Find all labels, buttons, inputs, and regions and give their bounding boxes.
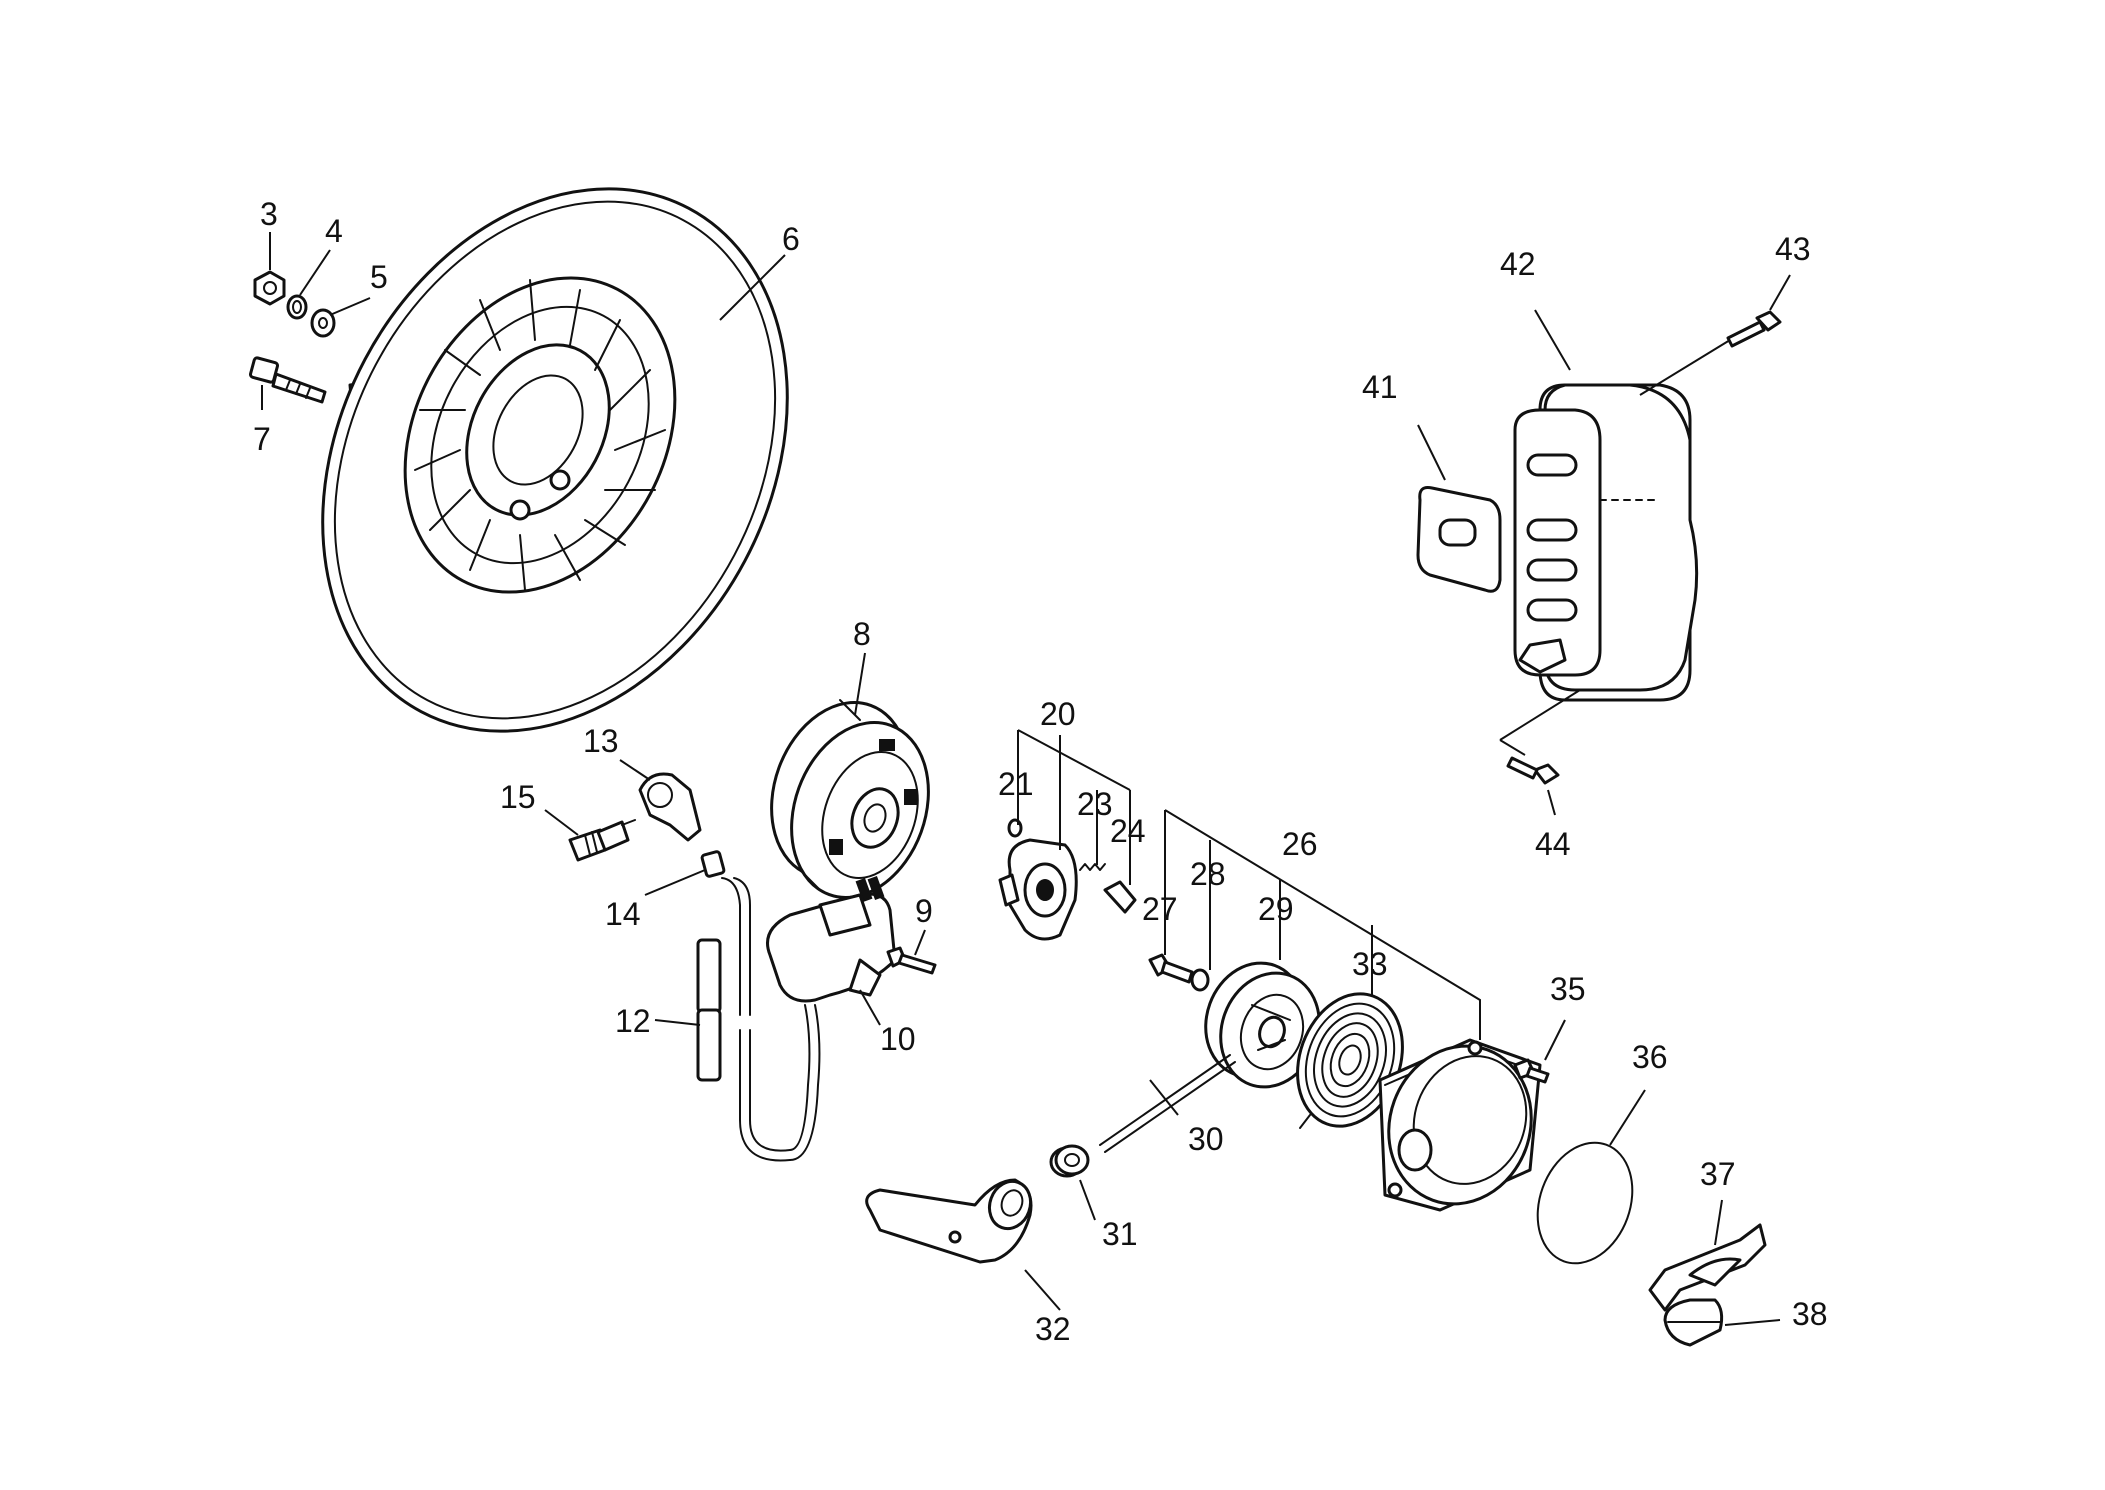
callout-38: 38 bbox=[1792, 1296, 1828, 1332]
callout-27: 27 bbox=[1142, 891, 1178, 927]
starter-case bbox=[1378, 1038, 1542, 1212]
flange-nut bbox=[253, 270, 286, 306]
flywheel-fan bbox=[321, 187, 789, 733]
case-bolt bbox=[1513, 1058, 1550, 1084]
rope-guide bbox=[1049, 1144, 1090, 1178]
callout-10: 10 bbox=[880, 1021, 916, 1057]
lock-washer bbox=[286, 294, 308, 320]
bracket bbox=[1648, 1223, 1767, 1312]
callout-35: 35 bbox=[1550, 971, 1586, 1007]
callout-42: 42 bbox=[1500, 246, 1536, 282]
bolt bbox=[248, 356, 327, 404]
starter-pawl-body bbox=[998, 838, 1078, 941]
callout-43: 43 bbox=[1775, 231, 1811, 267]
callout-21: 21 bbox=[998, 766, 1034, 802]
starter-bolt bbox=[1148, 953, 1194, 984]
callout-13: 13 bbox=[583, 723, 619, 759]
callout-6: 6 bbox=[782, 221, 800, 257]
muffler-bolt-bottom bbox=[1506, 756, 1560, 785]
callout-5: 5 bbox=[370, 259, 388, 295]
protective-tube-upper bbox=[696, 938, 722, 1014]
callout-8: 8 bbox=[853, 616, 871, 652]
callout-3: 3 bbox=[260, 196, 278, 232]
rubber-cap bbox=[1663, 1298, 1724, 1347]
callout-7: 7 bbox=[253, 421, 271, 457]
callout-12: 12 bbox=[615, 1003, 651, 1039]
callout-24: 24 bbox=[1110, 813, 1146, 849]
pawl bbox=[1103, 880, 1137, 914]
wire-connector bbox=[700, 850, 726, 878]
callout-15: 15 bbox=[500, 779, 536, 815]
protective-tube-lower bbox=[696, 1008, 722, 1082]
leader-lines bbox=[261, 232, 1791, 1326]
starter-washer bbox=[1190, 968, 1210, 992]
callout-26: 26 bbox=[1282, 826, 1318, 862]
coil-bolt bbox=[886, 946, 937, 975]
callout-37: 37 bbox=[1700, 1156, 1736, 1192]
callout-14: 14 bbox=[605, 896, 641, 932]
callout-20: 20 bbox=[1040, 696, 1076, 732]
magneto-rotor bbox=[770, 699, 930, 899]
callout-33: 33 bbox=[1352, 946, 1388, 982]
callout-28: 28 bbox=[1190, 856, 1226, 892]
callout-36: 36 bbox=[1632, 1039, 1668, 1075]
callout-41: 41 bbox=[1362, 369, 1398, 405]
rope-reel bbox=[1204, 961, 1321, 1089]
pawl-spring bbox=[1079, 863, 1106, 871]
ignition-coil bbox=[739, 875, 897, 1162]
callout-31: 31 bbox=[1102, 1216, 1138, 1252]
spark-plug bbox=[568, 819, 636, 862]
callout-9: 9 bbox=[915, 893, 933, 929]
callout-30: 30 bbox=[1188, 1121, 1224, 1157]
callout-labels: 3 4 5 6 7 8 9 10 12 13 14 15 20 21 23 24… bbox=[253, 196, 1828, 1347]
starter-handle bbox=[865, 1178, 1033, 1264]
pawl-clip bbox=[1007, 818, 1023, 838]
callout-44: 44 bbox=[1535, 826, 1571, 862]
callout-23: 23 bbox=[1077, 786, 1113, 822]
ignition-wire bbox=[721, 877, 751, 1016]
flat-washer bbox=[310, 308, 336, 338]
muffler bbox=[1513, 383, 1699, 702]
muffler-bolt-top bbox=[1726, 310, 1782, 348]
o-ring bbox=[1536, 1141, 1634, 1265]
callout-32: 32 bbox=[1035, 1311, 1071, 1347]
spark-plug-cap bbox=[638, 772, 702, 842]
callout-29: 29 bbox=[1258, 891, 1294, 927]
callout-4: 4 bbox=[325, 213, 343, 249]
muffler-gasket bbox=[1416, 486, 1502, 593]
